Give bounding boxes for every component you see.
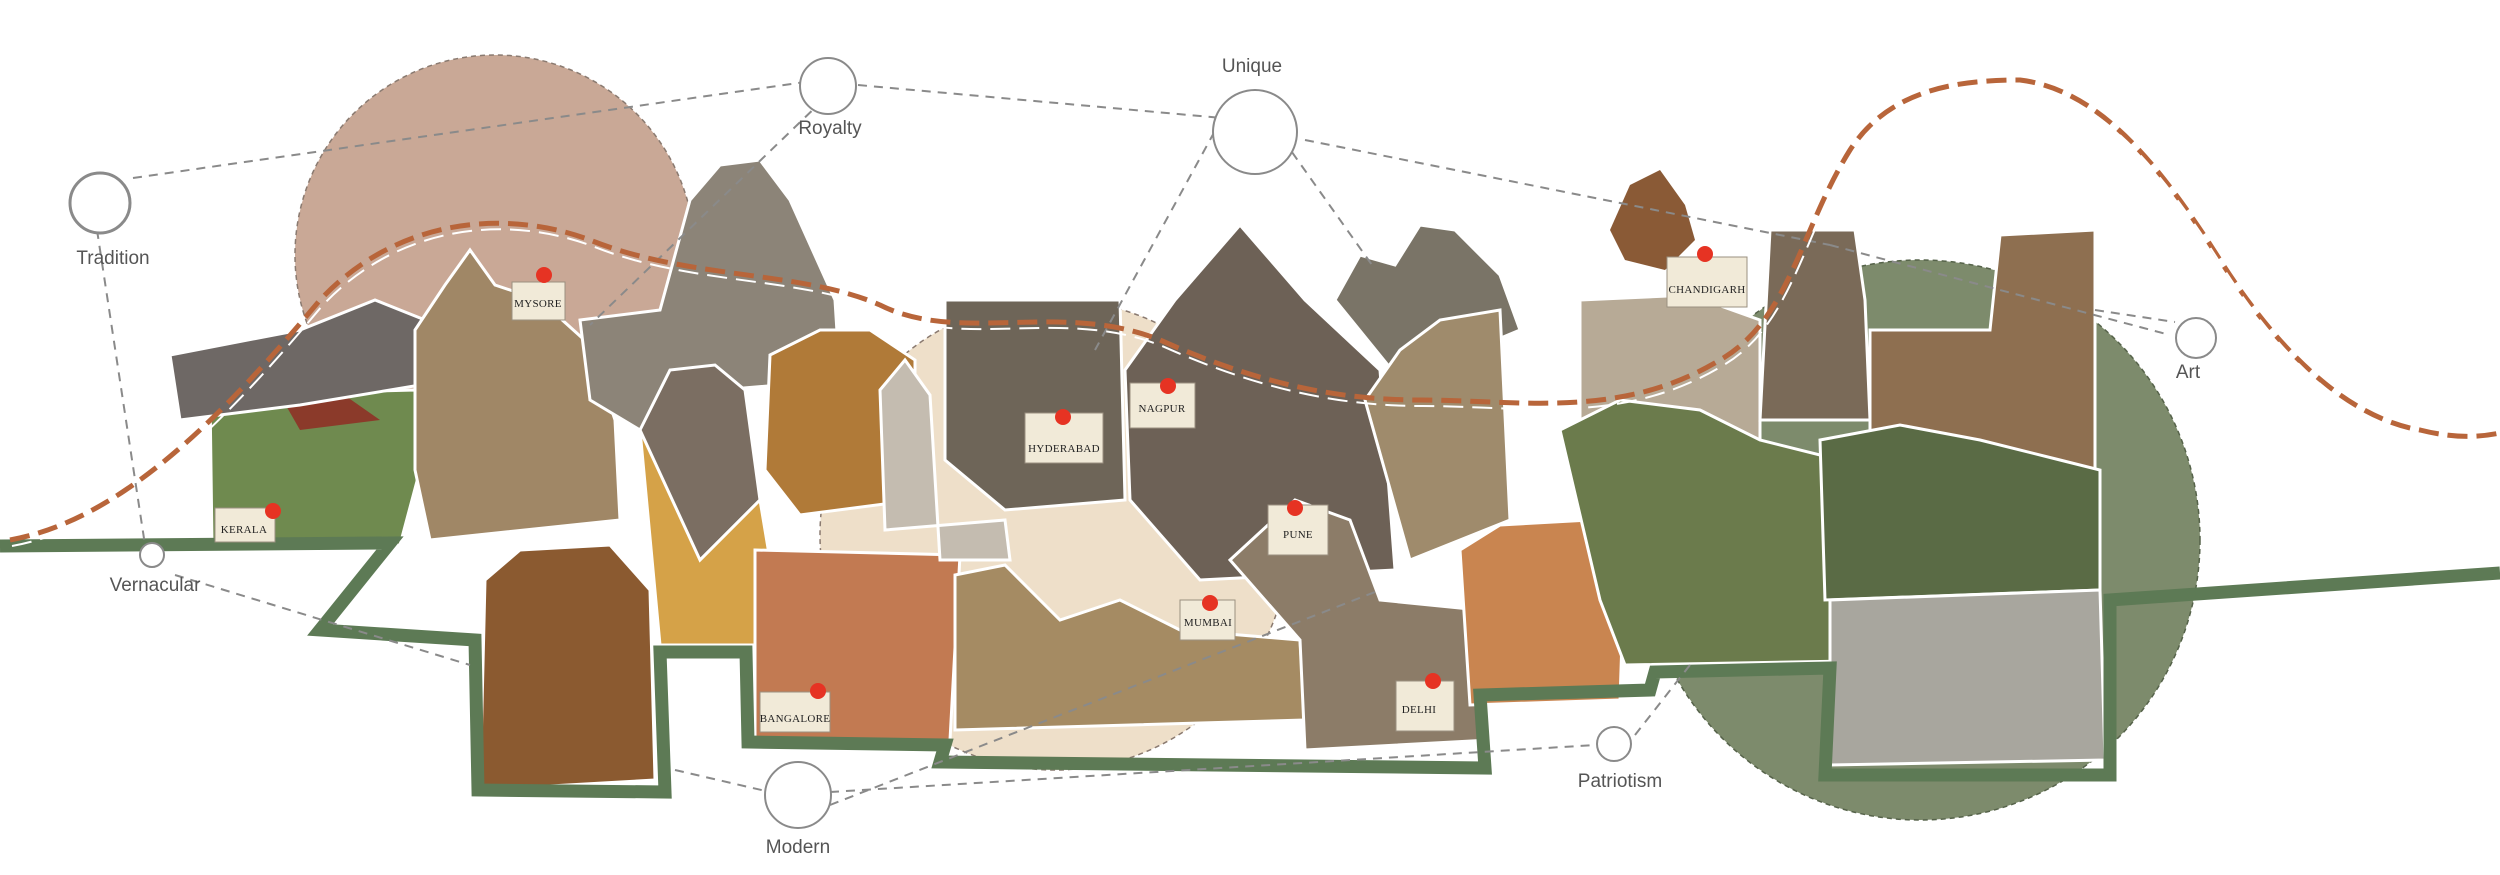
- concept-node-patriotism: Patriotism: [1578, 726, 1662, 792]
- concept-node-art: Art: [2175, 317, 2217, 383]
- city-tag-mysore: MYSORE: [511, 267, 566, 321]
- city-label-pune: PUNE: [1283, 529, 1313, 541]
- city-tag-nagpur: NAGPUR: [1129, 378, 1196, 429]
- concept-node-vernacular: Vernacular: [110, 542, 202, 596]
- photo-mosaic-steps: [1828, 588, 2107, 767]
- concept-label-modern: Modern: [766, 837, 830, 858]
- city-tag-mumbai: MUMBAI: [1179, 595, 1236, 641]
- city-label-kerala: KERALA: [221, 524, 267, 536]
- city-label-hyderabad: HYDERABAD: [1028, 443, 1100, 455]
- photo-pune-building: [1363, 308, 1512, 563]
- city-tag-bangalore: BANGALORE: [759, 683, 831, 733]
- concept-node-modern: Modern: [764, 761, 832, 858]
- city-tag-pune: PUNE: [1267, 500, 1329, 556]
- city-label-bangalore: BANGALORE: [760, 713, 831, 725]
- photo-nagpur-temple: [1123, 222, 1397, 582]
- concept-label-patriotism: Patriotism: [1578, 771, 1662, 792]
- photo-rock-garden: [1758, 228, 1872, 422]
- concept-label-royalty: Royalty: [798, 118, 862, 139]
- concept-connectors: [96, 81, 2176, 806]
- ground-band: [0, 536, 2500, 799]
- photo-bangalore-interior: [478, 543, 657, 792]
- concept-node-royalty: Royalty: [798, 57, 862, 139]
- city-label-nagpur: NAGPUR: [1138, 403, 1185, 415]
- concept-label-art: Art: [2176, 362, 2201, 383]
- city-label-mumbai: MUMBAI: [1184, 617, 1232, 629]
- city-tag-kerala: KERALA: [214, 503, 281, 543]
- concept-label-vernacular: Vernacular: [110, 575, 202, 596]
- photo-charminar: [878, 357, 1012, 562]
- concept-node-tradition: Tradition: [68, 171, 150, 269]
- concept-label-tradition: Tradition: [76, 248, 149, 269]
- city-label-mysore: MYSORE: [514, 298, 562, 310]
- photo-open-hand: [1610, 170, 1695, 270]
- city-label-chandigarh: CHANDIGARH: [1669, 284, 1746, 296]
- photo-hyderabad-fort: [943, 298, 1127, 512]
- dashed-wave: [9, 77, 2500, 547]
- city-tag-chandigarh: CHANDIGARH: [1666, 246, 1748, 308]
- city-label-delhi: DELHI: [1402, 704, 1437, 716]
- city-tag-hyderabad: HYDERABAD: [1024, 409, 1104, 464]
- concept-node-unique: Unique: [1212, 56, 1298, 175]
- photo-collage: [168, 158, 2107, 792]
- concept-label-unique: Unique: [1222, 56, 1282, 77]
- city-tag-delhi: DELHI: [1395, 673, 1455, 732]
